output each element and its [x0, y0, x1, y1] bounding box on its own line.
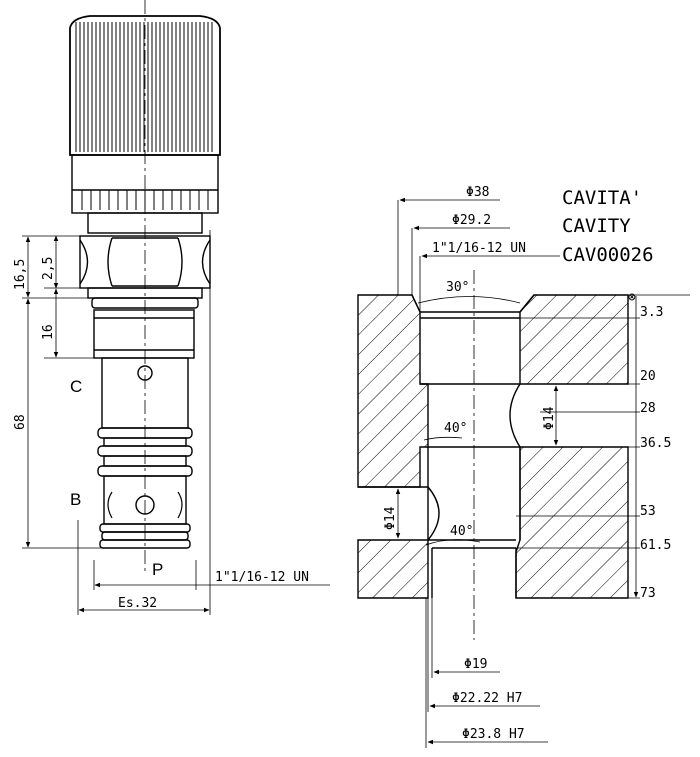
port-b-label: B	[70, 490, 81, 509]
depth-61-5: 61.5	[640, 538, 671, 553]
depth-origin-symbol: ⊗	[628, 290, 636, 305]
port-p-label: P	[152, 560, 163, 579]
valve-view	[22, 0, 330, 615]
cavity-section	[357, 197, 690, 748]
cavity-body-left-low	[357, 539, 429, 599]
dim-d14-left: Φ14	[383, 506, 398, 530]
depth-20: 20	[640, 369, 656, 384]
dim-16-5-label: 16,5	[13, 259, 28, 290]
depth-3-3: 3.3	[640, 305, 663, 320]
dim-cavity-thread: 1"1/16-12 UN	[432, 241, 526, 256]
angle-40-mid: 40°	[444, 421, 467, 436]
cavity-body-right	[519, 294, 629, 385]
angle-40-low: 40°	[450, 524, 473, 539]
dim-d38: Φ38	[466, 185, 489, 200]
title-cavity: CAVITY	[562, 215, 631, 237]
knurled-knob	[69, 15, 221, 214]
dim-68-label: 68	[13, 414, 28, 430]
depth-73: 73	[640, 586, 656, 601]
depth-36-5: 36.5	[640, 436, 671, 451]
angle-30: 30°	[446, 280, 469, 295]
cavity-body-right-low	[515, 446, 629, 599]
dim-d14-right: Φ14	[542, 406, 557, 430]
title-code: CAV00026	[562, 244, 654, 266]
depth-28: 28	[640, 401, 656, 416]
port-c-label: C	[70, 377, 82, 396]
dim-d29-2: Φ29.2	[452, 213, 491, 228]
depth-53: 53	[640, 504, 656, 519]
dim-d23-8: Φ23.8 H7	[462, 727, 525, 742]
valve-thread-label: 1"1/16-12 UN	[215, 570, 309, 585]
cavity-body-left	[357, 294, 429, 488]
wrench-size-label: Es.32	[118, 596, 157, 611]
dim-d19: Φ19	[464, 657, 487, 672]
title-cavita: CAVITA'	[562, 187, 642, 209]
dim-d22-22: Φ22.22 H7	[452, 691, 522, 706]
dim-2-5-label: 2,5	[41, 257, 56, 280]
dim-16-label: 16	[41, 324, 56, 340]
